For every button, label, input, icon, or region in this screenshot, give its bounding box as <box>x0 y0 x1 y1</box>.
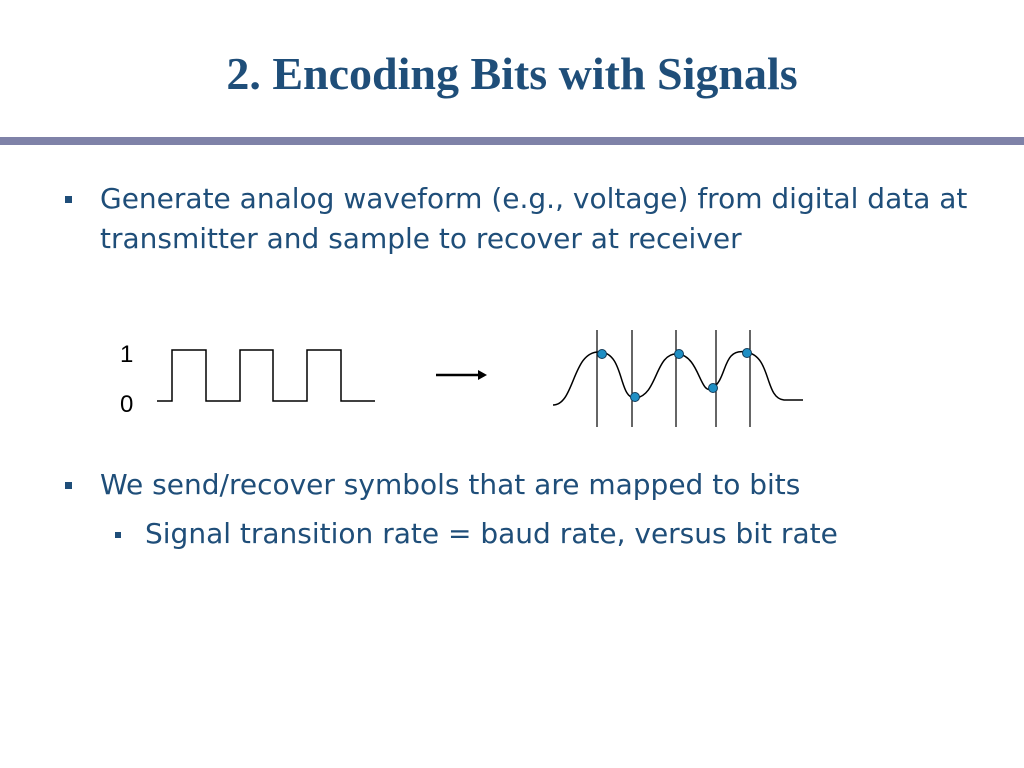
sampling-lines <box>596 330 751 427</box>
right-arrow-icon <box>436 370 487 380</box>
bullet-text: Signal transition rate = baud rate, vers… <box>145 517 838 550</box>
square-bullet-icon <box>65 482 72 489</box>
sample-points <box>597 348 752 402</box>
slide-title: 2. Encoding Bits with Signals <box>226 48 798 99</box>
sub-bullet-item-baud-rate: Signal transition rate = baud rate, vers… <box>115 514 1005 554</box>
bullet-item-analog-waveform: Generate analog waveform (e.g., voltage)… <box>65 179 980 259</box>
bullet-text: We send/recover symbols that are mapped … <box>100 468 801 501</box>
level-label-high: 1 <box>120 341 133 368</box>
sample-point <box>597 349 607 359</box>
bullet-item-symbols: We send/recover symbols that are mapped … <box>65 465 980 505</box>
square-wave-line <box>157 349 375 402</box>
analog-signal-curve <box>552 351 803 406</box>
title-divider <box>0 137 1024 145</box>
sample-point <box>630 392 640 402</box>
digital-square-wave: 1 0 <box>120 341 375 418</box>
square-bullet-icon <box>115 532 121 538</box>
square-bullet-icon <box>65 196 72 203</box>
analog-waveform <box>552 330 803 427</box>
sample-point <box>674 349 684 359</box>
sample-point <box>742 348 752 358</box>
level-label-low: 0 <box>120 391 133 418</box>
sample-point <box>708 383 718 393</box>
bullet-text: Generate analog waveform (e.g., voltage)… <box>100 182 968 255</box>
